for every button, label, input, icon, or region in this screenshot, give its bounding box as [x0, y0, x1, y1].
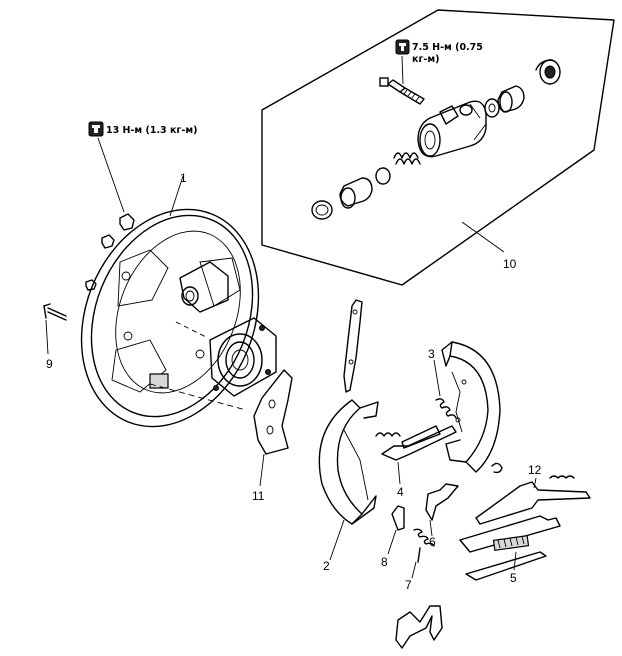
hold-down-pin [43, 303, 67, 355]
part-8-clip [387, 505, 405, 555]
wheel-cylinder-parts [311, 59, 561, 220]
torque-spec-2-line2: кг-м) [412, 54, 439, 65]
spring-middle [393, 152, 421, 165]
backing-plate [80, 208, 277, 428]
adjuster-strut [375, 425, 457, 485]
cup-seal-left [375, 167, 391, 185]
torque-spec-2: 7.5 Н-м (0.75 кг-м) [395, 39, 483, 85]
callout-10: 10 [503, 257, 517, 271]
hub-flange [209, 317, 277, 397]
torque-spec-2-line1: 7.5 Н-м (0.75 [412, 42, 483, 53]
piston-right [497, 85, 525, 113]
cup-seal-right [484, 98, 500, 118]
parking-lever-assembly [459, 475, 591, 581]
callout-1: 1 [180, 171, 187, 185]
brake-shoe-left [318, 399, 379, 561]
bottom-retainer [395, 605, 443, 649]
callout-4: 4 [397, 485, 404, 499]
cylinder-body [417, 100, 487, 158]
torque-spec-1-text: 13 Н-м (1.3 кг-м) [106, 125, 197, 136]
callout-7: 7 [405, 578, 412, 592]
torque-spec-1: 13 Н-м (1.3 кг-м) [88, 121, 197, 213]
callout-9: 9 [46, 357, 53, 371]
part-6-lever [425, 483, 459, 537]
wheel-cylinder-box [261, 9, 615, 286]
callout-11: 11 [252, 489, 265, 503]
callout-5: 5 [510, 571, 517, 585]
brake-shoe-right [441, 341, 501, 473]
callout-2: 2 [323, 559, 330, 573]
parking-lever-upper [343, 299, 363, 393]
shield-plate [253, 369, 293, 487]
callout-6: 6 [429, 535, 436, 549]
mounting-bolts [85, 213, 135, 291]
retainer-clip [491, 462, 503, 474]
part-7-spring [411, 528, 435, 579]
callout-12: 12 [528, 463, 542, 477]
bleeder-screw [379, 77, 425, 105]
boot-right [535, 59, 561, 85]
callout-8: 8 [381, 555, 388, 569]
boot-left [311, 200, 333, 220]
spring-3 [433, 359, 457, 419]
callout-3: 3 [428, 347, 435, 361]
piston-left [339, 177, 373, 209]
